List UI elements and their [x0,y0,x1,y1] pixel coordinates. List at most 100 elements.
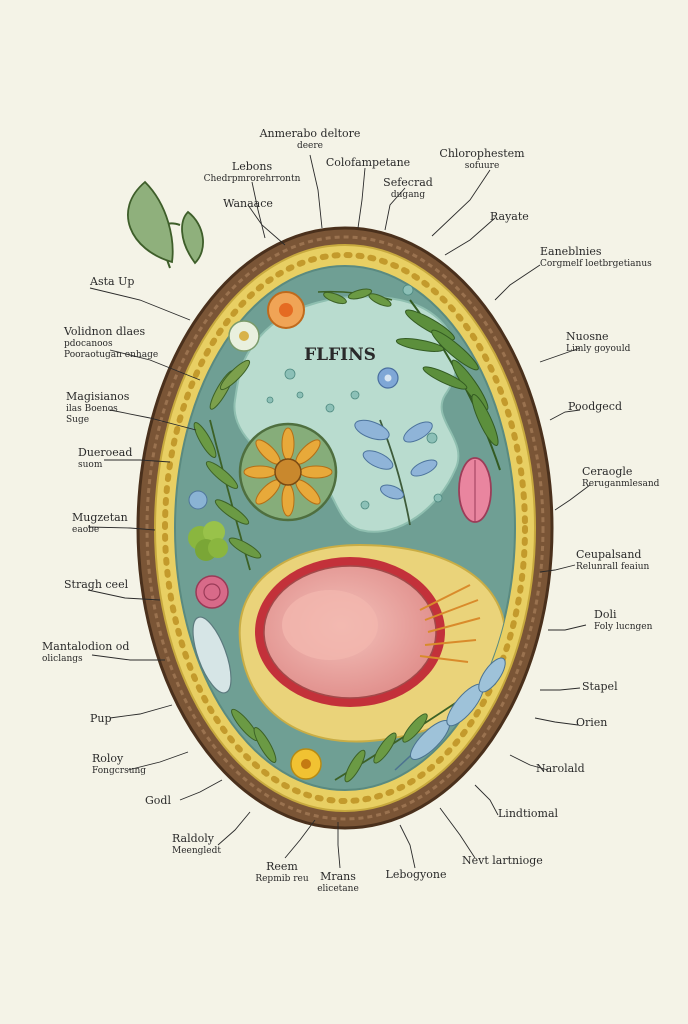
label-line: Lebogyone [386,868,447,881]
vacuole-bubbles [266,284,443,510]
label-line: Chedrpmrorehrrontn [204,174,301,184]
nucleolus [282,590,378,660]
label-line: Foly lucngen [594,622,653,632]
label-line: Volidnon dlaes [63,325,146,338]
fern-right [395,299,501,471]
label-line: Narolald [536,762,585,775]
label-line: Chlorophestem [439,147,525,160]
label-line: Repmib reu [255,874,309,884]
label-line: Asta Up [89,275,134,288]
label-top-2: Colofampetane [326,156,410,169]
label-line: Pup [90,712,112,725]
label-line: deere [297,141,323,151]
label-line: Stapel [582,680,618,693]
label-line: Roloy [92,752,124,765]
blue-sprig [354,419,438,526]
label-line: oliclangs [42,654,83,664]
label-line: Orien [576,716,607,729]
label-line: Doli [594,608,617,621]
label-line: elicetane [317,884,359,894]
label-line: suom [78,460,103,470]
label-line: sofuure [465,161,500,171]
label-line: Magisianos [66,390,130,403]
label-line: eaobe [72,525,99,535]
outer-leaves [127,180,204,269]
fern-top [317,288,393,307]
label-line: Nevt lartnioge [462,854,543,867]
label-line: Lebons [232,160,273,173]
label-line: Relunrall feaiun [576,562,650,572]
yellow-flower [290,748,322,780]
label-right-10: Narolald [536,762,585,775]
nucleus-rays [419,584,481,663]
fern-left [193,419,262,571]
label-line: Poodgecd [568,400,622,413]
label-line: Pooraotugan enhage [64,350,158,360]
membrane-dots [162,252,528,804]
sunflower [243,427,333,517]
label-line: Eaneblnies [540,245,602,258]
orange-flower [267,291,305,329]
label-line: Mrans [320,870,356,883]
white-flower [228,320,260,352]
label-line: Sefecrad [383,176,433,189]
label-line: Raldoly [172,832,215,845]
label-line: Suge [66,415,89,425]
label-bottom-3: Lebogyone [386,868,447,881]
rose [195,575,229,609]
pink-bud [458,457,492,523]
label-right-12: Nevt lartnioge [462,854,543,867]
label-right-1: Rayate [490,210,529,223]
fern-left-bottom [231,708,277,763]
label-right-8: Stapel [582,680,618,693]
label-line: Ceupalsand [576,548,641,561]
label-line: Dueroead [78,446,132,459]
label-right-4: Poodgecd [568,400,622,413]
label-line: Reruganmlesand [582,479,660,489]
center-label: FLFINS [304,345,376,365]
label-line: Ceraogle [582,465,632,478]
label-line: dugang [391,190,425,200]
label-top-5: Wanaace [223,197,273,210]
label-line: Corgmelf loetbrgetianus [540,259,652,269]
cell-wall-inner-ring [145,235,545,821]
label-left-8: Pup [90,712,112,725]
green-cluster [188,521,228,561]
label-left-1: Asta Up [89,275,134,288]
fern-bottom [334,699,461,783]
label-line: Meengledt [172,846,221,856]
blue-flower [377,367,399,389]
label-line: Colofampetane [326,156,410,169]
blue-granule [188,490,208,510]
label-line: Nuosne [566,330,609,343]
label-line: Anmerabo deltore [259,127,361,140]
label-right-9: Orien [576,716,607,729]
label-line: Godl [145,794,171,807]
label-left-10: Godl [145,794,171,807]
label-line: Mantalodion od [42,640,129,653]
label-right-11: Lindtiomal [498,807,558,820]
feather-left [192,616,232,694]
label-line: Wanaace [223,197,273,210]
label-line: Limly goyould [566,344,631,354]
leader-lines [87,154,591,869]
label-line: ilas Boenos [66,404,118,414]
